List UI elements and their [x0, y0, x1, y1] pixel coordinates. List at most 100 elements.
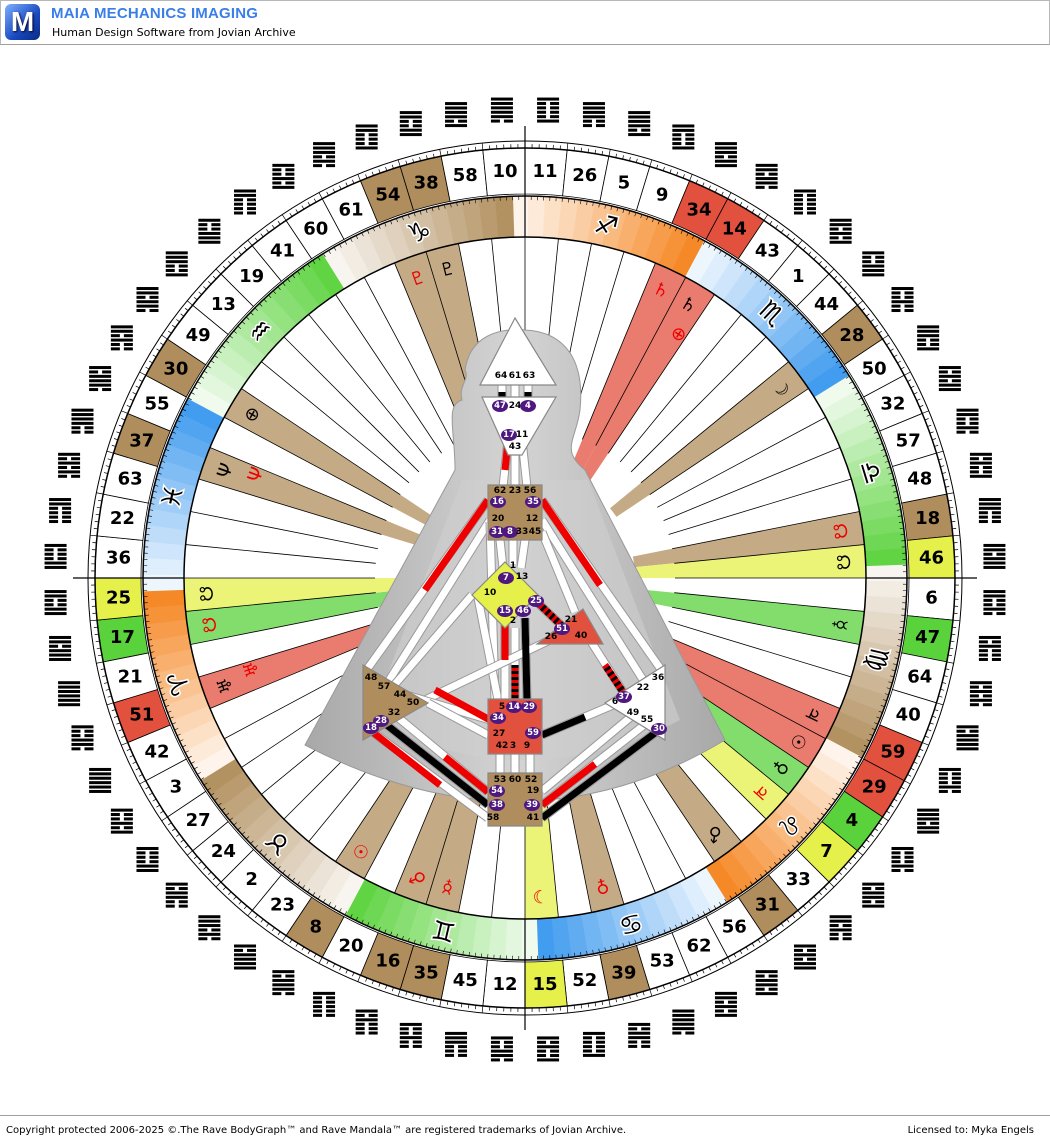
line-tick — [181, 314, 184, 316]
line-tick — [894, 799, 897, 801]
line-tick — [758, 939, 760, 942]
hexagram-line — [198, 920, 220, 923]
hexagram-line — [124, 813, 133, 816]
line-tick — [119, 729, 123, 730]
hexagram-63-icon — [58, 453, 80, 478]
hexagram-line — [830, 232, 852, 235]
hexagram-line — [247, 211, 256, 214]
hexagram-line — [71, 457, 80, 460]
center-gate-3: 3 — [510, 741, 516, 751]
line-tick — [121, 418, 125, 419]
hexagram-line — [979, 636, 1001, 639]
hexagram-line — [641, 1041, 650, 1044]
line-tick — [883, 817, 889, 821]
hexagram-line — [583, 1045, 592, 1048]
line-tick — [187, 851, 192, 855]
hexagram-line — [356, 124, 378, 127]
line-tick — [346, 970, 348, 974]
hexagram-line — [45, 557, 54, 560]
line-tick — [897, 361, 900, 363]
hexagram-line — [892, 300, 914, 303]
center-gate-56: 56 — [524, 486, 537, 496]
planet-personality-gate-25-icon: ☋ — [197, 585, 219, 602]
line-tick — [911, 386, 915, 388]
hexagram-line — [413, 1045, 422, 1048]
hexagram-29-icon — [917, 809, 939, 834]
center-gate-26: 26 — [545, 632, 558, 642]
line-tick — [333, 189, 335, 193]
hexagram-49-icon — [136, 287, 158, 312]
line-tick — [266, 923, 268, 926]
hexagram-line — [272, 988, 294, 991]
hexagram-line — [970, 730, 979, 733]
hexagram-line — [862, 891, 884, 894]
hexagram-line — [369, 138, 378, 141]
hexagram-line — [58, 548, 67, 551]
line-tick — [203, 867, 206, 870]
hexagram-line — [830, 924, 839, 927]
hexagram-line — [89, 384, 111, 387]
line-tick — [107, 703, 114, 705]
line-tick — [168, 823, 171, 825]
gate-number-16: 16 — [375, 951, 400, 972]
hexagram-line — [957, 743, 979, 746]
hexagram-line — [166, 896, 188, 899]
hexagram-line — [89, 375, 111, 378]
line-tick — [302, 206, 304, 209]
hexagram-line — [843, 933, 852, 936]
hexagram-46-icon — [983, 544, 1005, 569]
line-tick — [792, 238, 794, 241]
gate-number-54: 54 — [375, 184, 400, 205]
center-gate-60: 60 — [509, 775, 522, 785]
hexagram-line — [979, 502, 1001, 505]
hexagram-line — [198, 232, 220, 235]
hexagram-38-icon — [400, 111, 422, 136]
hexagram-line — [715, 142, 737, 145]
hexagram-57-icon — [957, 409, 979, 434]
gate-number-57: 57 — [896, 430, 921, 451]
hexagram-line — [970, 703, 979, 706]
hexagram-line — [862, 256, 871, 259]
hexagram-51-icon — [71, 725, 93, 750]
hexagram-line — [491, 98, 513, 101]
line-tick — [187, 301, 192, 305]
hexagram-line — [45, 544, 67, 547]
hexagram-line — [136, 305, 158, 308]
line-tick — [156, 349, 159, 351]
line-tick — [208, 872, 211, 875]
hexagram-line — [830, 223, 852, 226]
line-tick — [121, 743, 127, 746]
hexagram-13-icon — [166, 251, 188, 276]
hexagram-19-icon — [198, 219, 220, 244]
line-tick — [223, 266, 226, 269]
hexagram-45-icon — [445, 1032, 467, 1057]
hexagram-line — [628, 124, 650, 127]
line-tick — [629, 995, 630, 999]
hexagram-line — [313, 1014, 322, 1017]
hexagram-line — [892, 287, 914, 290]
center-gate-43: 43 — [509, 442, 522, 452]
ray-divider — [186, 545, 376, 564]
line-tick — [764, 936, 768, 942]
hexagram-line — [45, 599, 54, 602]
line-tick — [365, 174, 366, 178]
gate-number-2: 2 — [245, 869, 258, 890]
center-gate-22: 22 — [637, 683, 650, 693]
line-tick — [886, 811, 889, 813]
line-tick — [922, 743, 928, 746]
ray-divider — [641, 362, 789, 483]
hexagram-line — [234, 194, 256, 197]
hexagram-line — [537, 1054, 546, 1057]
hexagram-line — [272, 173, 281, 176]
line-tick — [272, 928, 274, 931]
hexagram-line — [672, 1032, 681, 1035]
hexagram-line — [957, 725, 979, 728]
hexagram-line — [550, 102, 559, 105]
line-tick — [925, 418, 929, 419]
hexagram-line — [930, 822, 939, 825]
hexagram-line — [504, 1045, 513, 1048]
hexagram-line — [892, 856, 901, 859]
hexagram-line — [45, 608, 67, 611]
gate-number-14: 14 — [722, 218, 747, 239]
hexagram-line — [111, 817, 120, 820]
